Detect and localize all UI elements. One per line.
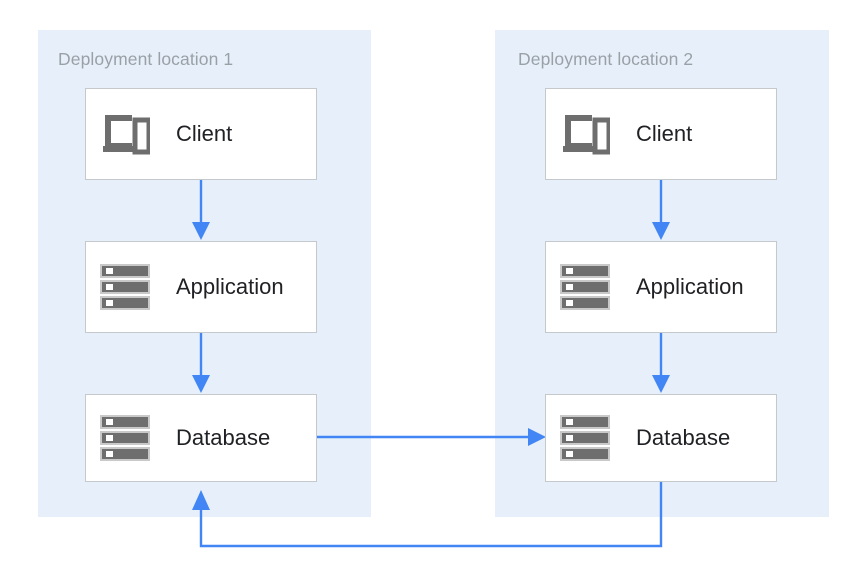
node-client-2[interactable]: Client [545, 88, 777, 180]
node-client-2-label: Client [636, 121, 693, 146]
client-device-icon [558, 108, 614, 160]
node-client-1-label: Client [176, 121, 233, 146]
node-database-1-label: Database [176, 425, 271, 450]
node-database-1[interactable]: Database [85, 394, 317, 482]
client-device-icon [98, 108, 154, 160]
server-icon [558, 412, 614, 464]
server-icon [98, 261, 154, 313]
node-client-1[interactable]: Client [85, 88, 317, 180]
node-application-1[interactable]: Application [85, 241, 317, 333]
node-database-2[interactable]: Database [545, 394, 777, 482]
deployment-zone-1-label: Deployment location 1 [58, 49, 234, 69]
server-icon [98, 412, 154, 464]
node-database-2-label: Database [636, 425, 731, 450]
node-application-2[interactable]: Application [545, 241, 777, 333]
node-application-2-label: Application [636, 274, 744, 299]
node-application-1-label: Application [176, 274, 284, 299]
deployment-zone-2-label: Deployment location 2 [518, 49, 694, 69]
server-icon [558, 261, 614, 313]
